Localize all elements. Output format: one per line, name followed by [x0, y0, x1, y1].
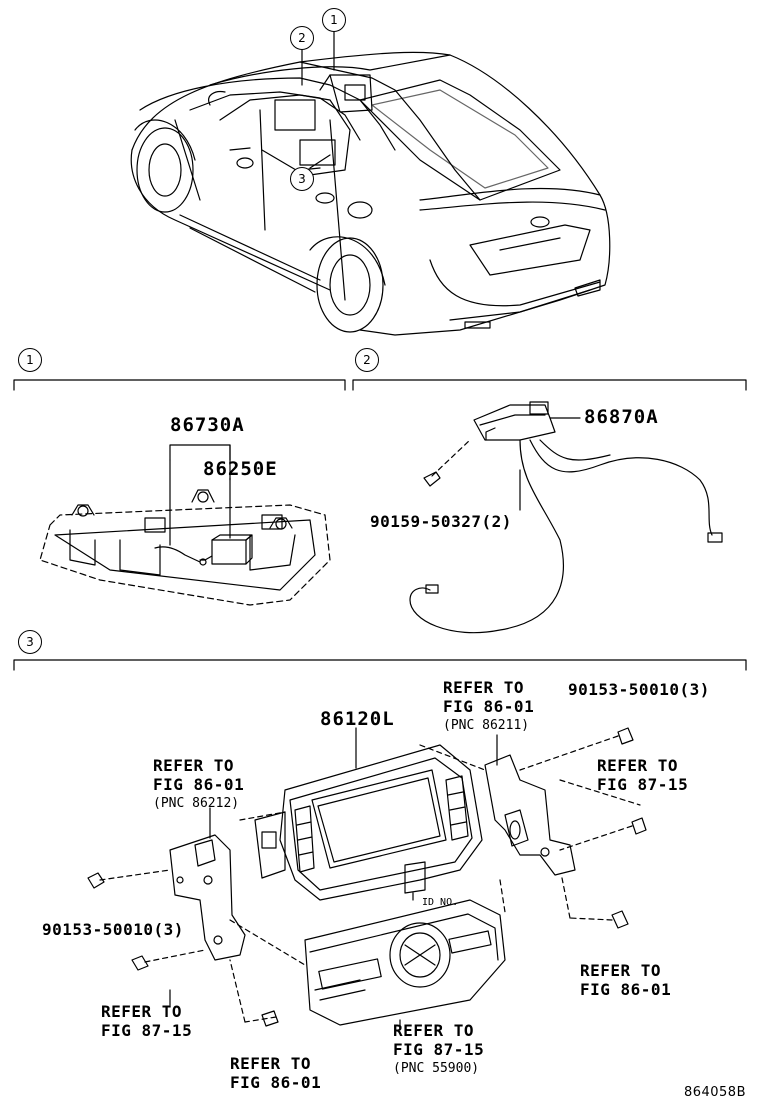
ref-line: FIG 87-15: [101, 1021, 193, 1040]
callout-3[interactable]: 3: [290, 167, 314, 191]
ref-line: REFER TO: [230, 1054, 312, 1073]
ref-right-bottom[interactable]: REFER TO FIG 86-01: [580, 961, 671, 999]
antenna-module: [409, 401, 723, 634]
ref-line: REFER TO: [597, 756, 679, 775]
ref-line: REFER TO: [101, 1002, 183, 1021]
ref-line: FIG 86-01: [230, 1073, 322, 1092]
part-86120L[interactable]: 86120L: [320, 708, 395, 730]
part-86870A[interactable]: 86870A: [584, 406, 659, 428]
ref-right-mid[interactable]: REFER TO FIG 87-15: [597, 756, 688, 794]
section-3-marker: 3: [18, 630, 42, 654]
ref-line: FIG 86-01: [443, 697, 535, 716]
ref-left-top[interactable]: REFER TO FIG 86-01 (PNC 86212): [153, 756, 244, 813]
part-86730A[interactable]: 86730A: [170, 414, 245, 436]
figure-code: 864058B: [683, 1085, 746, 1100]
ref-top-mid[interactable]: REFER TO FIG 86-01 (PNC 86211): [443, 678, 534, 735]
id-no-label: ID NO.: [422, 897, 459, 908]
section-2-marker: 2: [355, 348, 379, 372]
part-90153-50010-left[interactable]: 90153-50010(3): [42, 920, 184, 939]
section-1-marker: 1: [18, 348, 42, 372]
part-86250E[interactable]: 86250E: [203, 458, 278, 480]
part-90159-50327[interactable]: 90159-50327(2): [370, 512, 512, 531]
ref-pnc: (PNC 86212): [153, 796, 240, 811]
ref-bottom-left[interactable]: REFER TO FIG 86-01: [230, 1054, 321, 1092]
ref-pnc: (PNC 55900): [393, 1061, 480, 1076]
roof-console: [39, 444, 331, 606]
ref-line: REFER TO: [153, 756, 235, 775]
section-frames: [13, 379, 747, 671]
ref-line: FIG 86-01: [153, 775, 245, 794]
ref-line: REFER TO: [393, 1021, 475, 1040]
callout-2[interactable]: 2: [290, 26, 314, 50]
head-unit-assembly: [87, 727, 647, 1031]
part-90153-50010-right[interactable]: 90153-50010(3): [568, 680, 710, 699]
ref-line: REFER TO: [580, 961, 662, 980]
callout-1[interactable]: 1: [322, 8, 346, 32]
ref-line: FIG 87-15: [597, 775, 689, 794]
ref-line: REFER TO: [443, 678, 525, 697]
car-illustration: [130, 29, 611, 336]
ref-left-bottom[interactable]: REFER TO FIG 87-15: [101, 1002, 192, 1040]
ref-line: FIG 87-15: [393, 1040, 485, 1059]
ref-line: FIG 86-01: [580, 980, 672, 999]
ref-pnc: (PNC 86211): [443, 718, 530, 733]
ref-bottom-mid[interactable]: REFER TO FIG 87-15 (PNC 55900): [393, 1021, 484, 1078]
